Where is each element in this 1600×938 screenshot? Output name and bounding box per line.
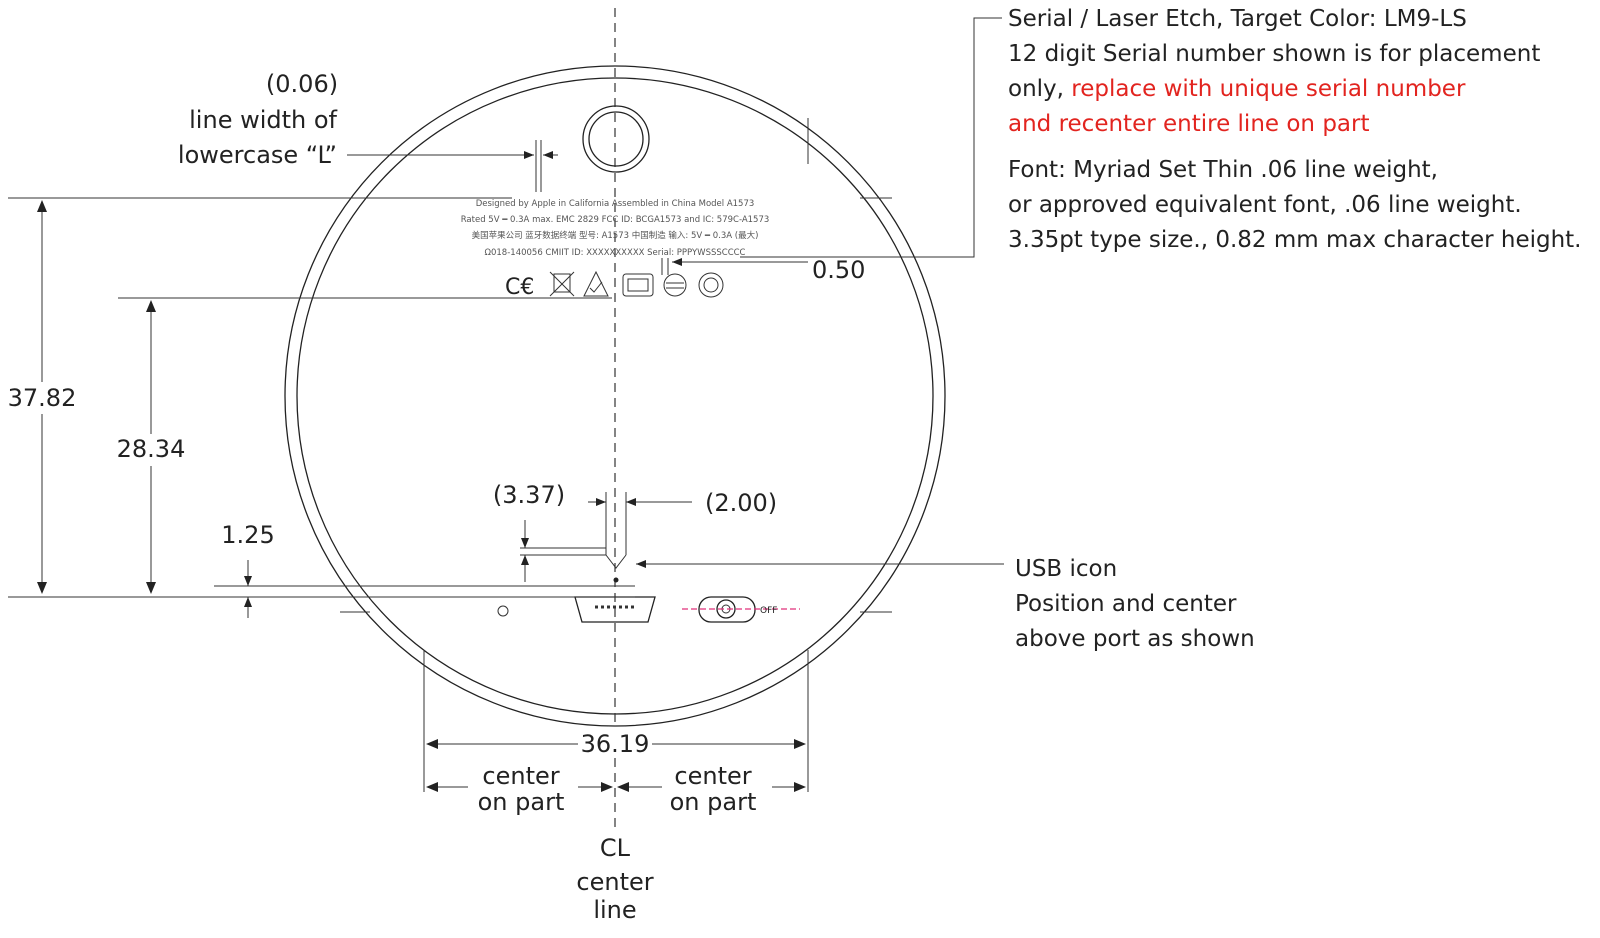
- top-button-inner: [588, 111, 644, 167]
- dimension-0-06: (0.06) line width of lowercase “L”: [178, 70, 558, 192]
- rcm-mark-icon: [583, 270, 609, 297]
- dim-width: 36.19: [581, 730, 650, 758]
- dimension-1-25: 1.25: [221, 521, 275, 618]
- serial-note-line-3: only, replace with unique serial number: [1008, 76, 1466, 102]
- dim-serial-gap: 0.50: [812, 256, 865, 284]
- dimension-36-19: 36.19: [423, 650, 809, 792]
- center-line-symbol: CL: [600, 834, 631, 862]
- dim-line-width-value: (0.06): [266, 70, 338, 98]
- weee-bin-icon: [549, 271, 575, 297]
- vcci-mark-icon: [622, 273, 654, 297]
- center-line-text-2: line: [593, 896, 636, 924]
- top-button-outer: [582, 105, 650, 173]
- center-left-line-1: center: [482, 762, 559, 790]
- status-led-hole: [497, 605, 509, 617]
- font-note-line-3: 3.35pt type size., 0.82 mm max character…: [1008, 227, 1582, 253]
- center-right-line-1: center: [674, 762, 751, 790]
- etch-line-1: Designed by Apple in California Assemble…: [476, 199, 755, 209]
- switch-off-label: OFF: [760, 606, 777, 616]
- center-left-line-2: on part: [478, 788, 565, 816]
- serial-note-line-2: 12 digit Serial number shown is for plac…: [1008, 41, 1540, 67]
- disc-outer-edge: [284, 65, 946, 727]
- center-line-label: CL center line: [576, 834, 653, 924]
- dim-usb-icon-height: (3.37): [493, 481, 565, 509]
- center-line-text-1: center: [576, 868, 653, 896]
- korea-kc-mark-icon: [663, 273, 687, 297]
- font-note-line-2: or approved equivalent font, .06 line we…: [1008, 192, 1522, 218]
- dimension-2-00: (2.00): [588, 489, 777, 517]
- serial-callout: Serial / Laser Etch, Target Color: LM9-L…: [1008, 6, 1582, 253]
- dim-icon-offset: 1.25: [221, 521, 274, 549]
- usb-icon: [605, 492, 627, 583]
- dim-usb-icon-width: (2.00): [705, 489, 777, 517]
- dim-line-width-label-1: line width of: [189, 106, 337, 134]
- usb-note-line-2: Position and center: [1015, 591, 1237, 617]
- serial-note-line-4: and recenter entire line on part: [1008, 111, 1370, 137]
- dimension-0-50: 0.50: [661, 256, 865, 284]
- usb-note-line-1: USB icon: [1015, 556, 1117, 582]
- center-right-line-2: on part: [670, 788, 757, 816]
- dim-logo-height: 28.34: [117, 435, 186, 463]
- etch-line-4: Ω018-140056 CMIIT ID: XXXXXXXXXX Serial:…: [485, 248, 746, 258]
- center-on-part-dimension: center on part center on part: [426, 762, 806, 816]
- power-switch: OFF: [682, 596, 800, 623]
- energy-mark-icon: [698, 272, 724, 298]
- usb-note-line-3: above port as shown: [1015, 626, 1255, 652]
- ce-mark-icon: C€: [505, 275, 534, 300]
- dim-line-width-label-2: lowercase “L”: [178, 141, 337, 169]
- serial-callout-leader: [740, 17, 1002, 258]
- dimension-37-82: 37.82: [4, 200, 80, 594]
- font-note-line-1: Font: Myriad Set Thin .06 line weight,: [1008, 157, 1438, 183]
- dimension-28-34: 28.34: [112, 300, 190, 594]
- usb-callout: USB icon Position and center above port …: [1015, 556, 1255, 652]
- dimension-3-37: (3.37): [493, 481, 606, 582]
- etch-line-2: Rated 5V ━ 0.3A max. EMC 2829 FCC ID: BC…: [461, 215, 770, 225]
- serial-note-line-1: Serial / Laser Etch, Target Color: LM9-L…: [1008, 6, 1467, 32]
- etch-line-3: 美国苹果公司 蓝牙数据终端 型号: A1573 中国制造 输入: 5V ━ 0.…: [472, 230, 759, 241]
- dim-overall-height: 37.82: [8, 384, 77, 412]
- certification-icons: C€: [505, 270, 724, 300]
